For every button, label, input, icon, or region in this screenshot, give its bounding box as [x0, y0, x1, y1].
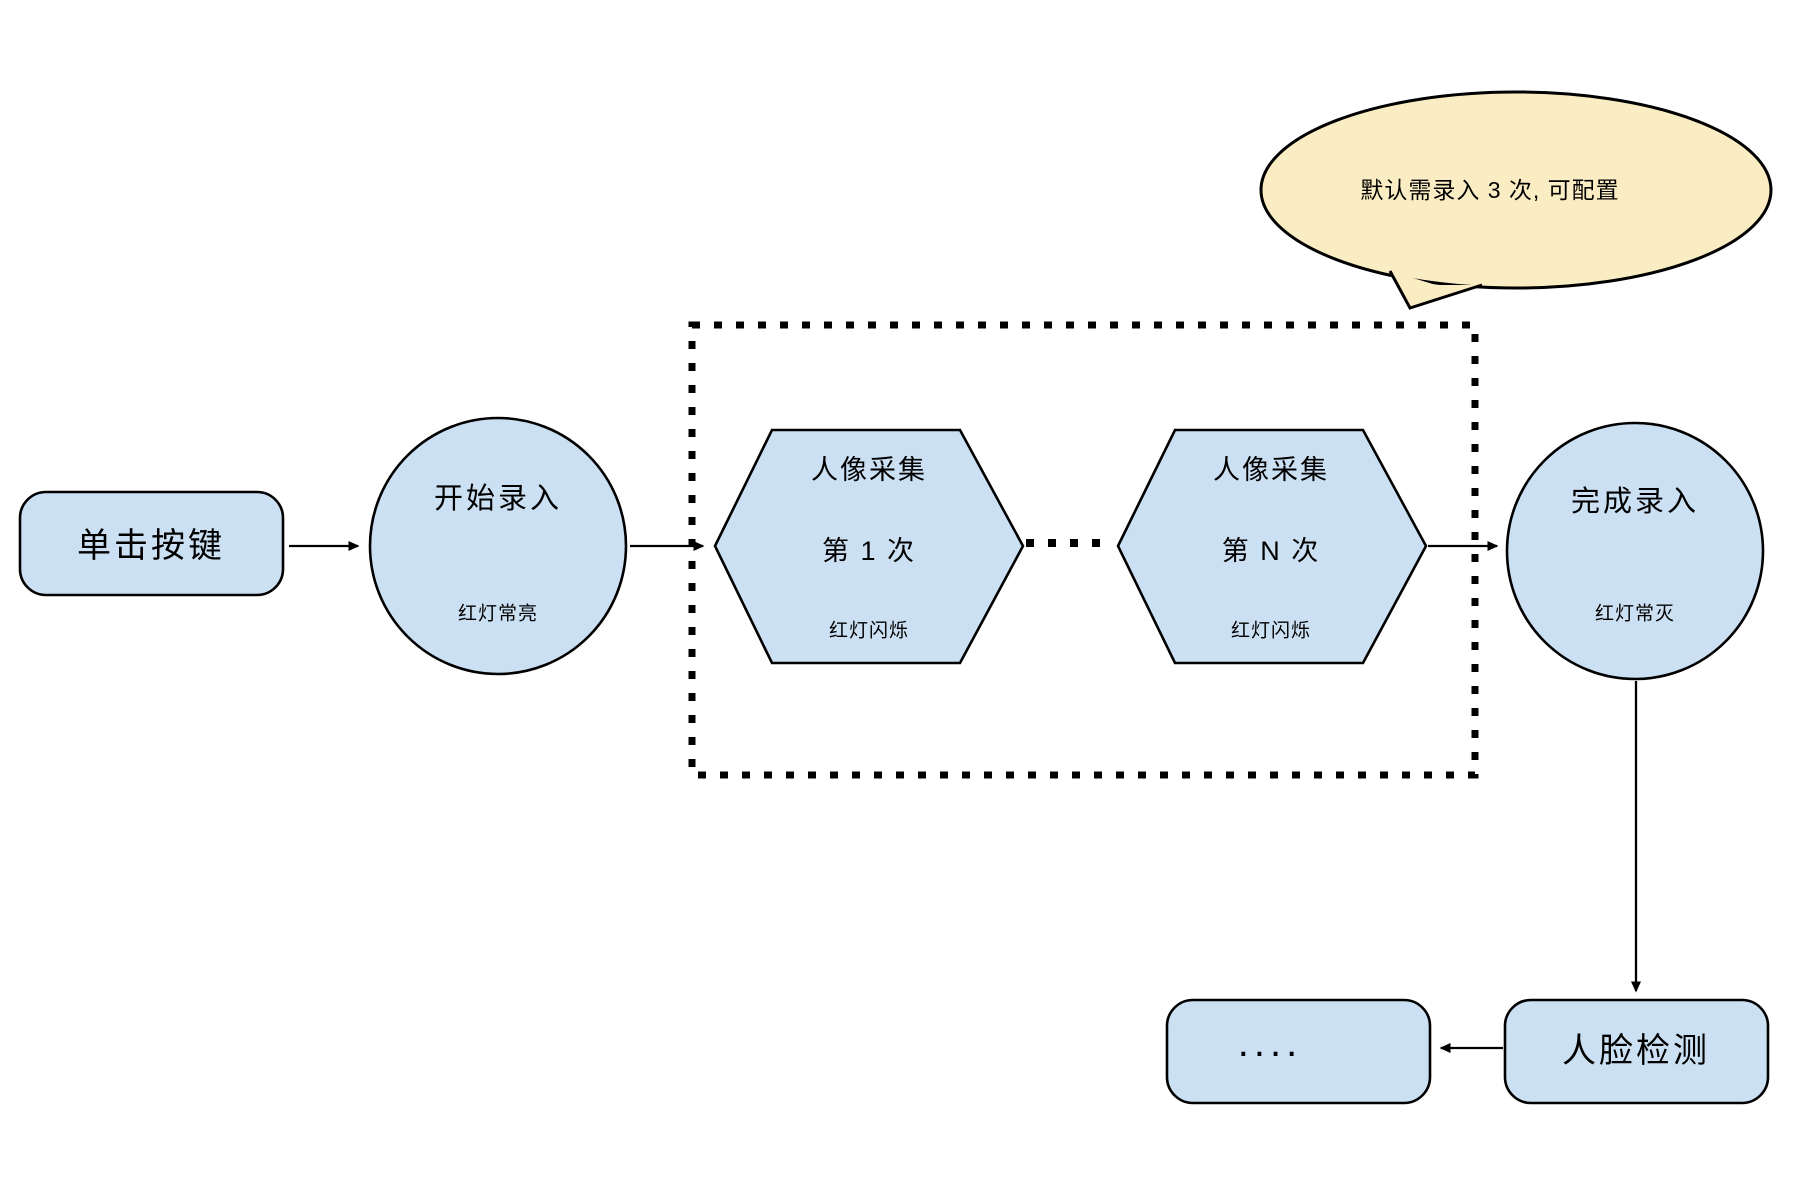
node-capture-first-sublabel: 红灯闪烁 — [829, 620, 909, 642]
node-click-button: 单击按键 — [18, 490, 285, 597]
callout-bubble-tail-outline — [1388, 270, 1483, 310]
node-capture-nth-shape — [1116, 428, 1428, 665]
callout-bubble-tail-fill — [1390, 271, 1482, 308]
node-capture-first-shape — [713, 428, 1025, 665]
node-finish-record-label: 完成录入 — [1571, 485, 1699, 518]
node-finish-record-shape — [1505, 421, 1765, 681]
callout-bubble-text: 默认需录入 3 次, 可配置 — [1360, 177, 1619, 203]
node-capture-first-title: 人像采集 — [811, 455, 927, 485]
node-more-steps: .... — [1165, 998, 1432, 1105]
node-capture-nth-title: 人像采集 — [1213, 455, 1329, 485]
node-start-record-shape — [368, 416, 628, 676]
node-click-button-shape — [18, 490, 285, 597]
node-click-button-label: 单击按键 — [77, 527, 225, 565]
node-capture-nth-sublabel: 红灯闪烁 — [1231, 620, 1311, 642]
node-face-detect-label: 人脸检测 — [1562, 1032, 1710, 1070]
node-capture-nth-subtitle: 第 N 次 — [1222, 536, 1321, 566]
node-face-detect: 人脸检测 — [1503, 998, 1770, 1105]
callout-bubble: 默认需录入 3 次, 可配置 — [1259, 90, 1773, 310]
node-capture-first: 人像采集 第 1 次 红灯闪烁 — [713, 428, 1025, 665]
node-start-record-sublabel: 红灯常亮 — [458, 603, 538, 625]
node-more-steps-shape — [1165, 998, 1432, 1105]
node-start-record: 开始录入 红灯常亮 — [368, 416, 628, 676]
node-finish-record: 完成录入 红灯常灭 — [1505, 421, 1765, 681]
node-capture-first-subtitle: 第 1 次 — [822, 536, 916, 566]
callout-bubble-body — [1259, 90, 1773, 290]
node-more-steps-label: .... — [1238, 1021, 1302, 1065]
node-capture-nth: 人像采集 第 N 次 红灯闪烁 — [1116, 428, 1428, 665]
node-face-detect-shape — [1503, 998, 1770, 1105]
node-finish-record-sublabel: 红灯常灭 — [1595, 603, 1675, 625]
node-start-record-label: 开始录入 — [434, 482, 562, 515]
